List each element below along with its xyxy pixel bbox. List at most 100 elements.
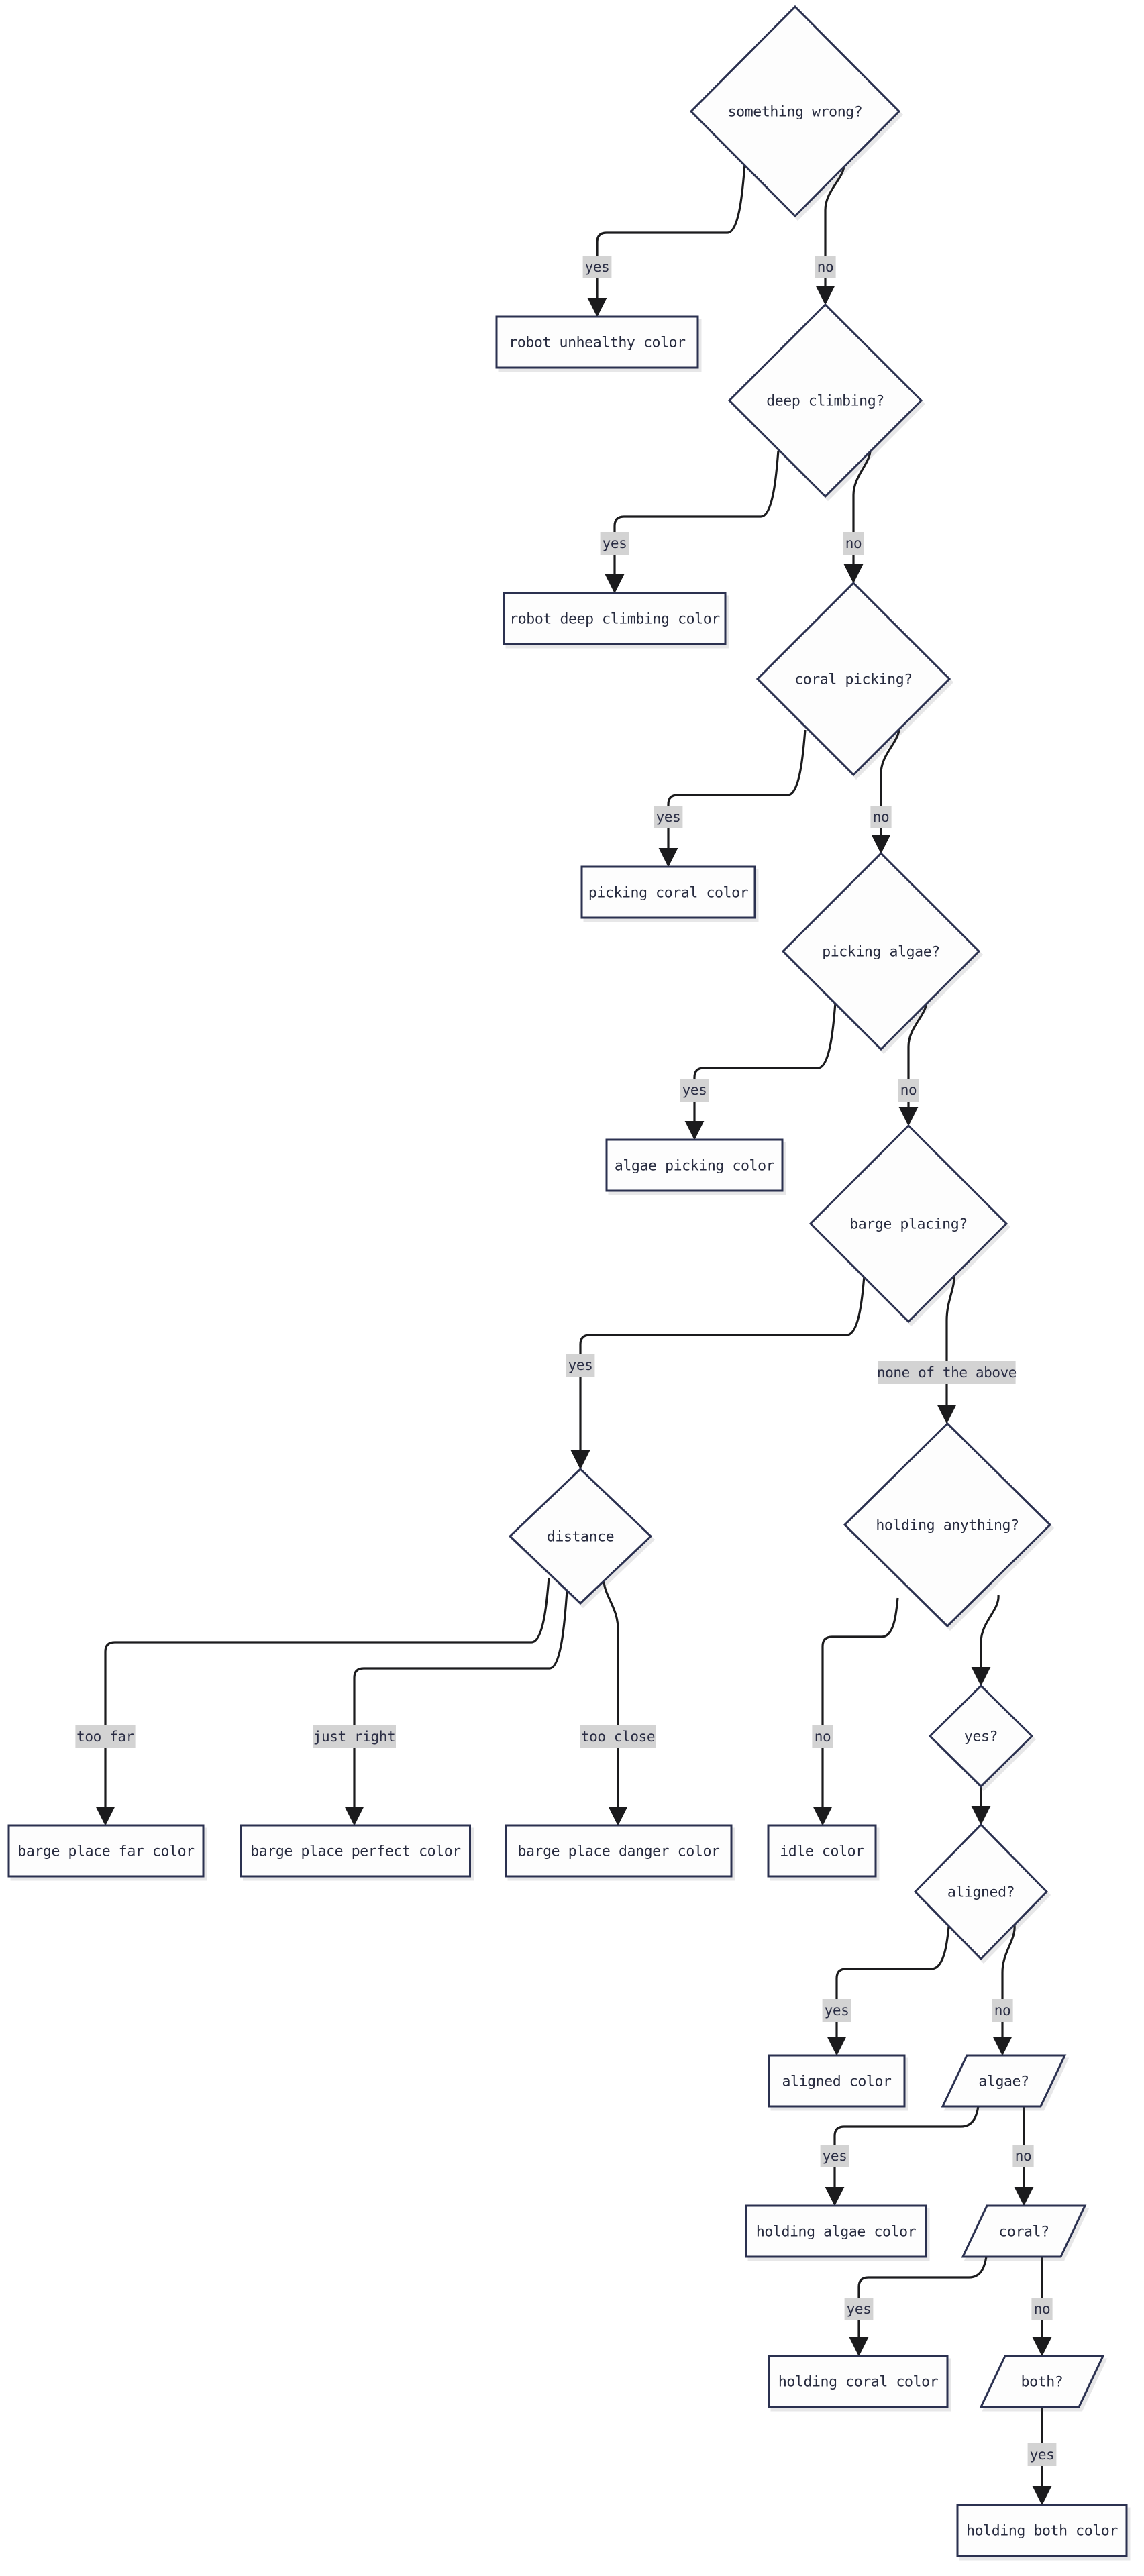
coral-q-parallelogram	[961, 2204, 1087, 2258]
edge-e-dist-close	[603, 1581, 628, 1826]
aligned-q-label: aligned?	[947, 1884, 1015, 1901]
node-aligned-color: aligned color	[768, 2054, 906, 2108]
edges-layer	[95, 162, 1052, 2506]
robot-deep-climbing-color-label: robot deep climbing color	[509, 611, 720, 628]
node-algae-picking-color: algae picking color	[605, 1138, 784, 1192]
node-holding-algae-color: holding algae color	[745, 2204, 927, 2258]
edge-e-climbing-yes	[605, 450, 780, 594]
picking-coral-color-label: picking coral color	[588, 885, 749, 902]
distance-diamond	[508, 1467, 653, 1605]
too-far-text: too far	[76, 1729, 134, 1745]
yes-10-text: yes	[1030, 2447, 1055, 2463]
edge-label-no-7: no	[992, 1999, 1013, 2022]
algae-picking-color-label: algae picking color	[615, 1158, 775, 1175]
yes-9-text: yes	[847, 2301, 872, 2317]
edge-label-no-9: no	[1031, 2298, 1053, 2320]
yes-4-text: yes	[682, 1082, 707, 1098]
holding-both-color-rect	[956, 2504, 1128, 2557]
node-algae-q: algae?	[941, 2054, 1067, 2108]
nodes-layer: something wrong?robot unhealthy colordee…	[7, 5, 1128, 2557]
node-yes-q: yes?	[928, 1684, 1034, 1788]
no-4-bg	[898, 1079, 919, 1102]
edge-e-coralpick-no	[871, 726, 900, 854]
edge-e-algaepick-yes	[684, 1002, 837, 1140]
robot-unhealthy-color-rect	[495, 315, 699, 369]
holding-algae-color-rect	[745, 2204, 927, 2258]
just-right-bg	[313, 1725, 396, 1748]
edge-e-aligned-yes	[827, 1926, 950, 2056]
yes-4-bg	[680, 1079, 709, 1102]
yes-2-text: yes	[603, 535, 627, 551]
edge-label-yes-1: yes	[582, 256, 612, 278]
barge-place-danger-color-label: barge place danger color	[517, 1843, 720, 1860]
holding-anything-label: holding anything?	[876, 1517, 1019, 1534]
holding-coral-color-rect	[768, 2355, 949, 2408]
edge-label-no-6: no	[812, 1725, 833, 1748]
edge-e-something-yes	[587, 164, 746, 317]
no-1-text: no	[817, 259, 834, 275]
node-holding-anything: holding anything?	[843, 1421, 1052, 1628]
node-distance: distance	[508, 1467, 653, 1605]
node-something-wrong: something wrong?	[689, 5, 901, 218]
barge-placing-diamond	[809, 1124, 1008, 1324]
coral-q-label: coral?	[998, 2224, 1049, 2241]
node-aligned-q: aligned?	[913, 1823, 1049, 1961]
aligned-q-diamond	[913, 1823, 1049, 1961]
algae-q-label: algae?	[978, 2074, 1029, 2090]
node-barge-place-perfect-color: barge place perfect color	[240, 1824, 471, 1878]
too-far-bg	[75, 1725, 136, 1748]
edge-label-none-of-the-above: none of the above	[877, 1361, 1017, 1384]
edge-e-coralpick-yes	[658, 729, 807, 867]
no-2-bg	[843, 532, 864, 555]
yes-q-label: yes?	[964, 1729, 998, 1746]
edge-e-aligned-no	[992, 1925, 1016, 2056]
too-close-text: too close	[581, 1729, 655, 1745]
picking-algae-label: picking algae?	[822, 944, 940, 961]
holding-coral-color-label: holding coral color	[778, 2374, 939, 2391]
edge-label-no-4: no	[898, 1079, 919, 1102]
deep-climbing-label: deep climbing?	[766, 393, 884, 410]
edge-label-yes-10: yes	[1027, 2443, 1057, 2466]
yes-3-text: yes	[656, 809, 681, 825]
edge-label-yes-4: yes	[680, 1079, 709, 1102]
node-holding-coral-color: holding coral color	[768, 2355, 949, 2408]
yes-5-text: yes	[568, 1357, 593, 1373]
no-3-text: no	[873, 809, 890, 825]
yes-q-diamond	[928, 1684, 1034, 1788]
edge-e-barge-yes	[570, 1275, 866, 1470]
coral-picking-diamond	[756, 581, 951, 777]
too-close-bg	[580, 1725, 656, 1748]
no-7-bg	[992, 1999, 1013, 2022]
no-1-bg	[815, 256, 836, 278]
deep-climbing-diamond	[727, 303, 923, 498]
yes-7-text: yes	[825, 2002, 849, 2019]
node-picking-coral-color: picking coral color	[580, 865, 756, 919]
node-holding-both-color: holding both color	[956, 2504, 1128, 2557]
edge-label-no-8: no	[1012, 2145, 1034, 2167]
yes-10-bg	[1027, 2443, 1057, 2466]
edge-e-algaeq-yes	[825, 2106, 980, 2206]
node-both-q: both?	[979, 2355, 1105, 2408]
no-6-text: no	[815, 1729, 831, 1745]
coral-picking-label: coral picking?	[794, 672, 913, 688]
yes-3-bg	[654, 806, 683, 828]
idle-color-rect	[767, 1824, 877, 1878]
picking-algae-diamond	[781, 851, 981, 1051]
something-wrong-label: something wrong?	[728, 104, 863, 121]
barge-placing-label: barge placing?	[849, 1216, 968, 1233]
no-8-text: no	[1015, 2148, 1032, 2164]
no-9-bg	[1031, 2298, 1053, 2320]
edge-label-no-2: no	[843, 532, 864, 555]
none-of-the-above-text: none of the above	[877, 1364, 1017, 1381]
idle-color-label: idle color	[780, 1843, 864, 1860]
node-barge-placing: barge placing?	[809, 1124, 1008, 1324]
holding-both-color-label: holding both color	[966, 2523, 1118, 2540]
edge-label-too-far: too far	[75, 1725, 136, 1748]
picking-coral-color-rect	[580, 865, 756, 919]
edge-label-yes-8: yes	[820, 2145, 849, 2167]
aligned-color-rect	[768, 2054, 906, 2108]
yes-1-text: yes	[585, 259, 610, 275]
node-robot-deep-climbing-color: robot deep climbing color	[503, 592, 727, 645]
yes-7-bg	[822, 1999, 851, 2022]
